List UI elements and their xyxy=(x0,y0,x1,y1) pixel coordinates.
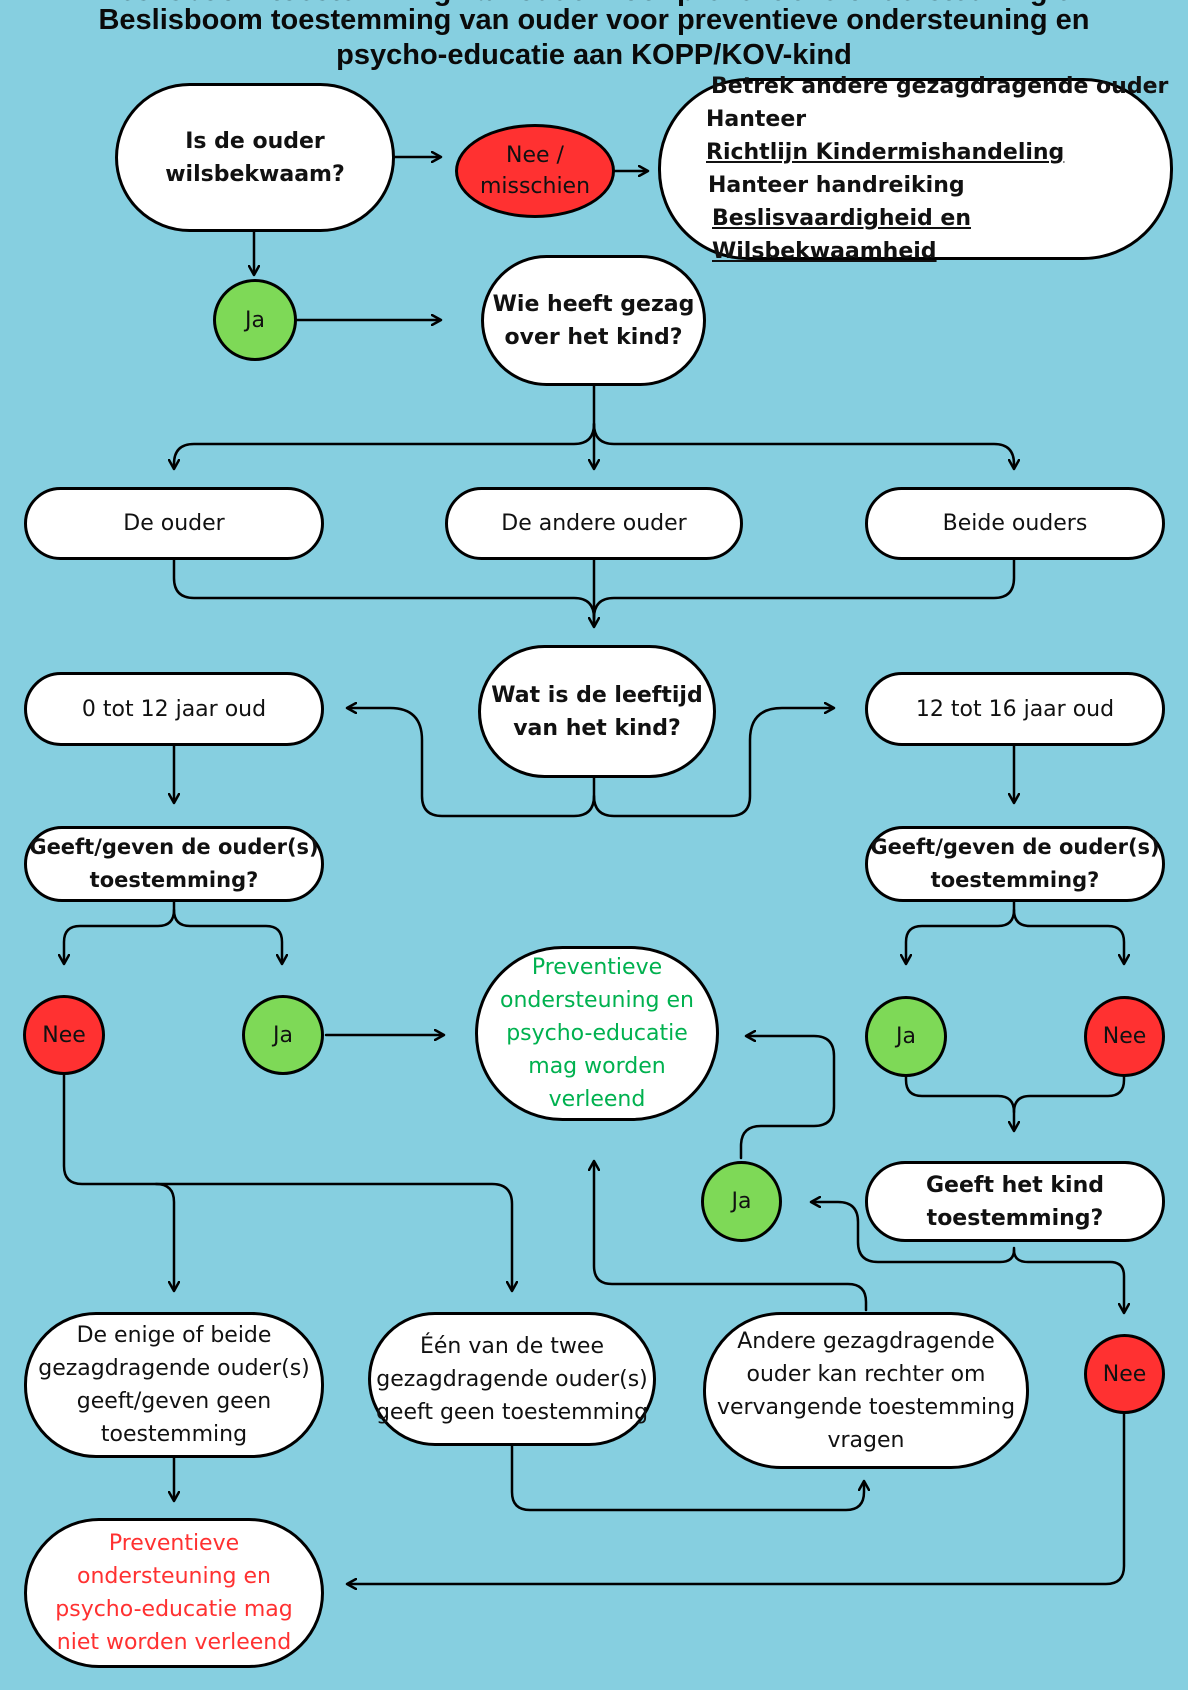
edge-kind-to-nee xyxy=(1012,1248,1124,1312)
rechter-line: ouder kan rechter om xyxy=(746,1361,986,1387)
edge-nee-left-to-geen xyxy=(154,1182,174,1290)
edge-beide-ouders-to-leeftijd xyxy=(592,558,1016,620)
option-de-andere-ouder: De andere ouder xyxy=(445,487,743,560)
outcome-yes-line: psycho-educatie xyxy=(506,1021,688,1046)
outcome-mag-niet-worden-verleend: Preventieve ondersteuning en psycho-educ… xyxy=(24,1518,324,1668)
een-van-twee-box: Één van de twee gezagdragende ouder(s) g… xyxy=(368,1312,656,1446)
geen-toestemming-line: geeft/geven geen xyxy=(76,1389,272,1414)
option-age-0-12: 0 tot 12 jaar oud xyxy=(24,672,324,746)
answer-nee-misschien: Nee / misschien xyxy=(455,124,615,218)
edge-nee-kind-to-outcome-no xyxy=(348,1412,1126,1584)
option-de-ouder: De ouder xyxy=(24,487,324,560)
answer-ja: Ja xyxy=(242,995,324,1075)
edge-ja-right-to-kind xyxy=(904,1075,1014,1130)
outcome-yes-line: Preventieve xyxy=(531,955,663,980)
question-toestemming-ouders-right: Geeft/geven de ouder(s) toestemming? xyxy=(865,826,1165,902)
answer-ja: Ja xyxy=(213,279,297,361)
rechter-box: Andere gezagdragende ouder kan rechter o… xyxy=(703,1312,1029,1469)
question-toestemming-kind: Geeft het kind toestemming? xyxy=(865,1161,1165,1242)
question-leeftijd: Wat is de leeftijd van het kind? xyxy=(478,645,716,778)
question-wilsbekwaam-line: wilsbekwaam? xyxy=(165,161,345,187)
answer-ja: Ja xyxy=(701,1161,782,1242)
option-age-12-16: 12 tot 16 jaar oud xyxy=(865,672,1165,746)
answer-nee-misschien-line: Nee / xyxy=(506,143,564,168)
question-kind-line: toestemming? xyxy=(926,1205,1104,1231)
edge-kind-to-ja xyxy=(812,1202,1016,1264)
answer-ja: Ja xyxy=(865,996,947,1077)
een-van-twee-line: geeft geen toestemming xyxy=(375,1399,649,1425)
answer-nee: Nee xyxy=(1084,996,1165,1077)
edge-een-van-twee-to-rechter xyxy=(510,1444,864,1512)
edge-toestemming-right-to-nee xyxy=(1012,908,1124,963)
question-leeftijd-line: Wat is de leeftijd xyxy=(491,682,703,708)
rechter-line: vragen xyxy=(827,1427,905,1453)
outcome-yes-line: ondersteuning en xyxy=(500,988,694,1013)
geen-toestemming-line: toestemming xyxy=(100,1422,248,1447)
question-kind-line: Geeft het kind xyxy=(926,1172,1104,1198)
page-title-line-2: psycho-educatie aan KOPP/KOV-kind xyxy=(336,39,852,71)
edge-toestemming-right-to-ja xyxy=(906,900,1016,963)
question-wilsbekwaam: Is de ouder wilsbekwaam? xyxy=(115,83,395,232)
edge-rechter-to-outcome-yes xyxy=(594,1162,868,1312)
een-van-twee-line: gezagdragende ouder(s) xyxy=(376,1366,648,1392)
title-ghost-line: Beslisboom toestemming van ouder voor pr… xyxy=(20,0,1168,14)
option-beide-ouders: Beide ouders xyxy=(865,487,1165,560)
question-gezag-line: over het kind? xyxy=(504,324,683,350)
question-toestemming-line: toestemming? xyxy=(89,868,259,892)
outcome-mag-worden-verleend: Preventieve ondersteuning en psycho-educ… xyxy=(475,946,719,1121)
outcome-yes-line: verleend xyxy=(548,1087,646,1112)
page-title-line-1: Beslisboom toestemming van ouder voor pr… xyxy=(98,4,1090,36)
outcome-no-line: Preventieve xyxy=(108,1531,240,1556)
answer-nee-misschien-line: misschien xyxy=(479,174,591,199)
link-beslisvaardigheid-wilsbekwaamheid[interactable]: Beslisvaardigheid en Wilsbekwaamheid xyxy=(712,206,971,264)
edge-ja-kind-to-outcome xyxy=(739,1036,836,1160)
edge-nee-left-to-branches xyxy=(62,1073,512,1290)
question-toestemming-line: Geeft/geven de ouder(s) xyxy=(29,835,319,859)
een-van-twee-line: Één van de twee xyxy=(420,1333,604,1359)
answer-nee: Nee xyxy=(23,995,105,1075)
link-richtlijn-kindermishandeling[interactable]: Richtlijn Kindermishandeling xyxy=(706,140,1065,165)
edge-gezag-to-beide-ouders xyxy=(592,422,1014,468)
outcome-no-line: niet worden verleend xyxy=(56,1630,292,1655)
question-toestemming-line: toestemming? xyxy=(930,868,1100,892)
question-gezag: Wie heeft gezag over het kind? xyxy=(481,255,706,386)
advice-line: Hanteer xyxy=(706,107,807,132)
outcome-yes-line: mag worden xyxy=(528,1054,666,1079)
geen-toestemming-line: De enige of beide xyxy=(76,1323,272,1348)
question-wilsbekwaam-line: Is de ouder xyxy=(185,128,325,154)
edge-nee-right-to-kind xyxy=(1012,1075,1126,1114)
advice-box: Betrek andere gezagdragende ouder Hantee… xyxy=(658,74,1173,264)
edge-toestemming-left-to-nee xyxy=(64,900,176,963)
outcome-no-line: psycho-educatie mag xyxy=(55,1597,293,1622)
edge-leeftijd-to-12-16 xyxy=(592,708,833,818)
rechter-line: vervangende toestemming xyxy=(716,1394,1016,1420)
advice-line: Hanteer handreiking xyxy=(708,173,965,198)
question-gezag-line: Wie heeft gezag xyxy=(492,291,695,317)
geen-toestemming-line: gezagdragende ouder(s) xyxy=(38,1356,310,1381)
question-leeftijd-line: van het kind? xyxy=(513,715,681,741)
edge-de-ouder-to-leeftijd xyxy=(172,558,594,626)
geen-toestemming-box: De enige of beide gezagdragende ouder(s)… xyxy=(24,1312,324,1458)
edge-leeftijd-to-0-12 xyxy=(348,708,596,818)
question-toestemming-ouders-left: Geeft/geven de ouder(s) toestemming? xyxy=(24,826,324,902)
question-toestemming-line: Geeft/geven de ouder(s) xyxy=(870,835,1160,859)
rechter-line: Andere gezagdragende xyxy=(737,1328,995,1354)
outcome-no-line: ondersteuning en xyxy=(77,1564,271,1589)
advice-line: Betrek andere gezagdragende ouder xyxy=(711,74,1169,99)
edge-toestemming-left-to-ja xyxy=(172,908,282,963)
answer-nee: Nee xyxy=(1084,1334,1165,1414)
edge-gezag-to-de-ouder xyxy=(174,384,596,468)
